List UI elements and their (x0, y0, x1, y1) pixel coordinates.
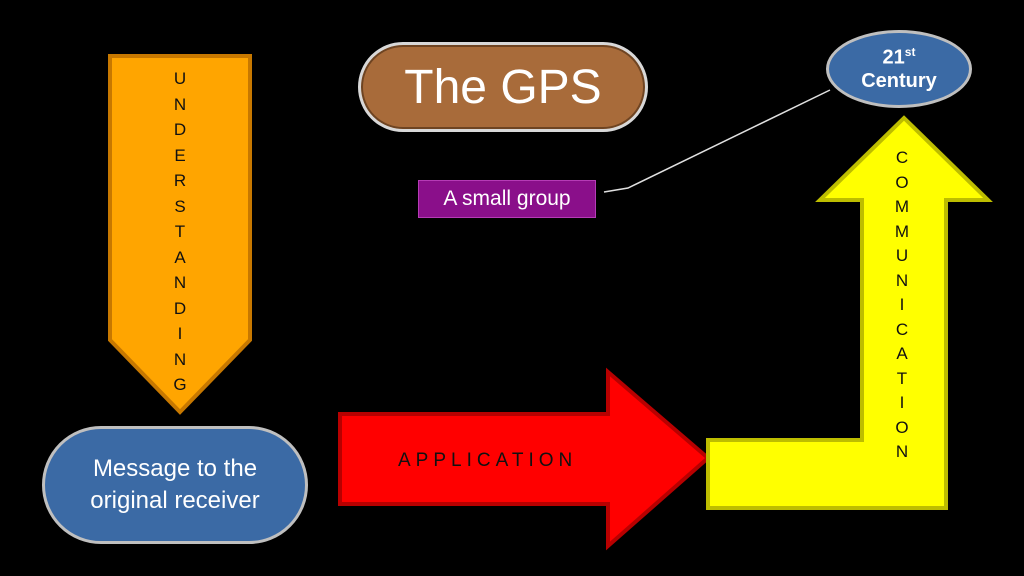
communication-letter: O (895, 172, 909, 192)
message-line-2: original receiver (90, 487, 260, 514)
communication-letter: C (895, 148, 909, 167)
understanding-letter: I (177, 324, 183, 343)
communication-letter: A (896, 344, 908, 363)
understanding-letter: N (173, 273, 187, 292)
understanding-letter: G (173, 375, 187, 394)
understanding-letter: S (174, 196, 186, 216)
communication-arrow (706, 115, 993, 510)
understanding-letter: D (173, 120, 187, 139)
understanding-letter: D (173, 298, 187, 318)
century-number: 21st (882, 44, 916, 69)
understanding-letter: E (174, 145, 186, 165)
small-group-label: A small group (418, 180, 596, 218)
understanding-letter: N (173, 349, 187, 369)
application-label: APPLICATION (398, 450, 578, 471)
connector-line (603, 89, 831, 193)
century-word: Century (861, 70, 937, 93)
understanding-letter: T (174, 222, 186, 241)
communication-letter: C (895, 319, 909, 339)
communication-letter: I (899, 295, 905, 314)
understanding-letter: U (173, 69, 187, 88)
understanding-arrow (108, 54, 252, 415)
communication-letter: M (894, 221, 910, 241)
small-group-text: A small group (443, 187, 571, 210)
understanding-letter: N (173, 94, 187, 114)
title-pill: The GPS (358, 42, 648, 132)
communication-letter: N (895, 442, 909, 461)
communication-letter: U (895, 246, 909, 265)
communication-letter: T (896, 368, 908, 388)
message-oval: Message to the original receiver (42, 426, 308, 544)
communication-letter: I (899, 393, 905, 412)
message-line-1: Message to the (92, 454, 258, 482)
communication-letter: M (894, 197, 910, 216)
communication-letter: O (895, 417, 909, 437)
communication-letter: N (895, 270, 909, 290)
page-title: The GPS (404, 60, 602, 114)
understanding-letter: A (174, 247, 186, 267)
century-oval: 21st Century (826, 30, 972, 108)
understanding-letter: R (173, 171, 187, 190)
application-arrow (338, 367, 712, 551)
